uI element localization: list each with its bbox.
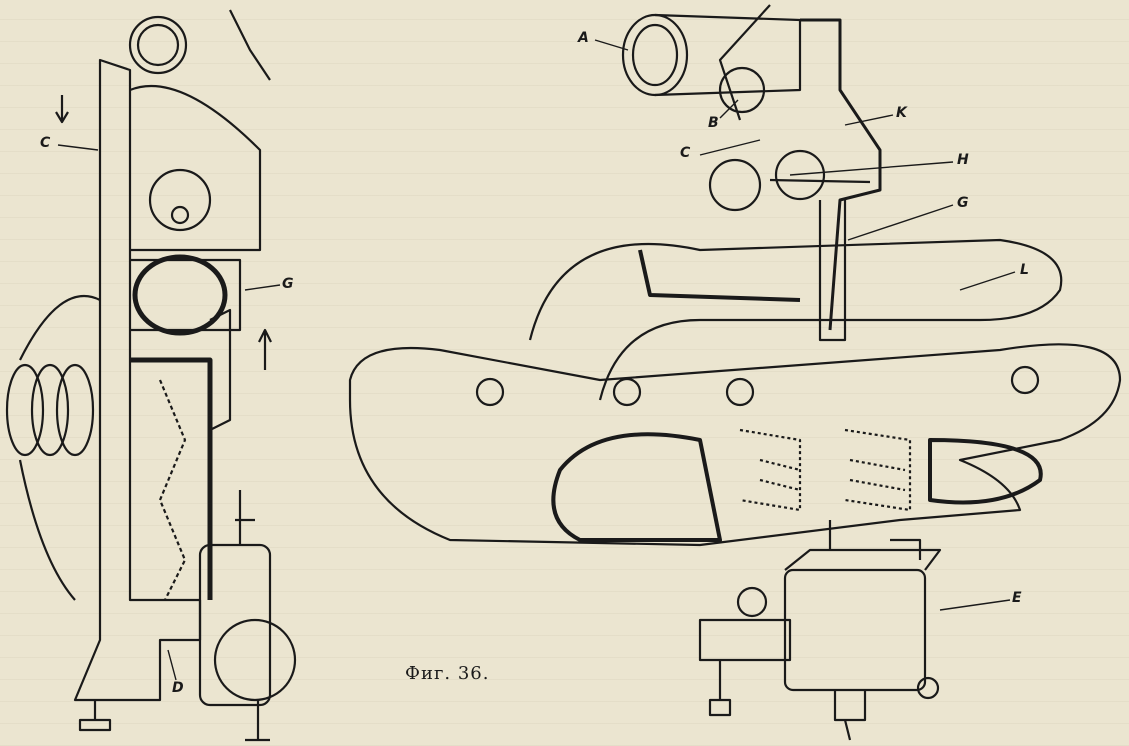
manifold-body [19,295,101,361]
heater-spiral [158,379,187,601]
pipe-g [209,308,232,431]
heater-coil-right [844,428,912,512]
label-k: K [896,105,907,121]
float-chamber-e [783,568,927,692]
label-a: A [578,30,589,46]
heater-coil-left [739,428,802,512]
float-bowl [198,543,272,707]
bolt-hole-3 [725,377,755,407]
gallery [130,258,242,332]
label-c-right: C [680,145,691,161]
bottom-bolt [78,700,112,732]
label-d: D [172,680,184,696]
bolt-hole-1 [475,377,505,407]
drain [833,690,867,741]
label-c-left: C [40,135,51,151]
right-external-view [348,4,1122,741]
float-lid [784,548,942,571]
label-h: H [957,152,969,168]
port-3 [55,363,95,457]
bracket [698,618,792,662]
lever-b [718,66,766,114]
needle [235,490,255,545]
stud [708,660,732,717]
pipe-k [800,18,882,331]
arrow-down [55,95,69,124]
bolt-hole-2 [612,377,642,407]
label-b: B [708,115,719,131]
valve-h [774,149,826,201]
nut [736,586,768,618]
label-g-right: G [957,195,969,211]
linkage [718,4,771,121]
air-pipe [654,13,802,97]
throttle-housing [708,158,762,212]
hot-spot-left [551,432,722,542]
left-section-view [5,9,297,742]
intake-bore [132,254,228,336]
hot-spot-right [928,438,1043,505]
exhaust-manifold [348,343,1122,547]
port-1 [5,363,45,457]
label-l: L [1020,262,1029,278]
arrow-up [258,328,272,370]
manifold-l [528,238,1063,401]
label-g-left: G [282,276,294,292]
drain-plug [916,676,940,700]
hatched-wall [130,357,213,600]
throttle-ring [128,15,188,75]
bolt-hole-4 [1010,365,1040,395]
rod-g [818,200,847,342]
upper-chamber [129,84,262,252]
throttle-lever [229,9,271,81]
label-e: E [1012,590,1022,606]
vertical-pipe-c [73,58,202,702]
figure-caption: Фиг. 36. [405,663,490,684]
leader-lines [57,39,1016,681]
port-2 [30,363,70,457]
float-chamber-ring [213,618,297,702]
valve-disc [148,168,212,232]
